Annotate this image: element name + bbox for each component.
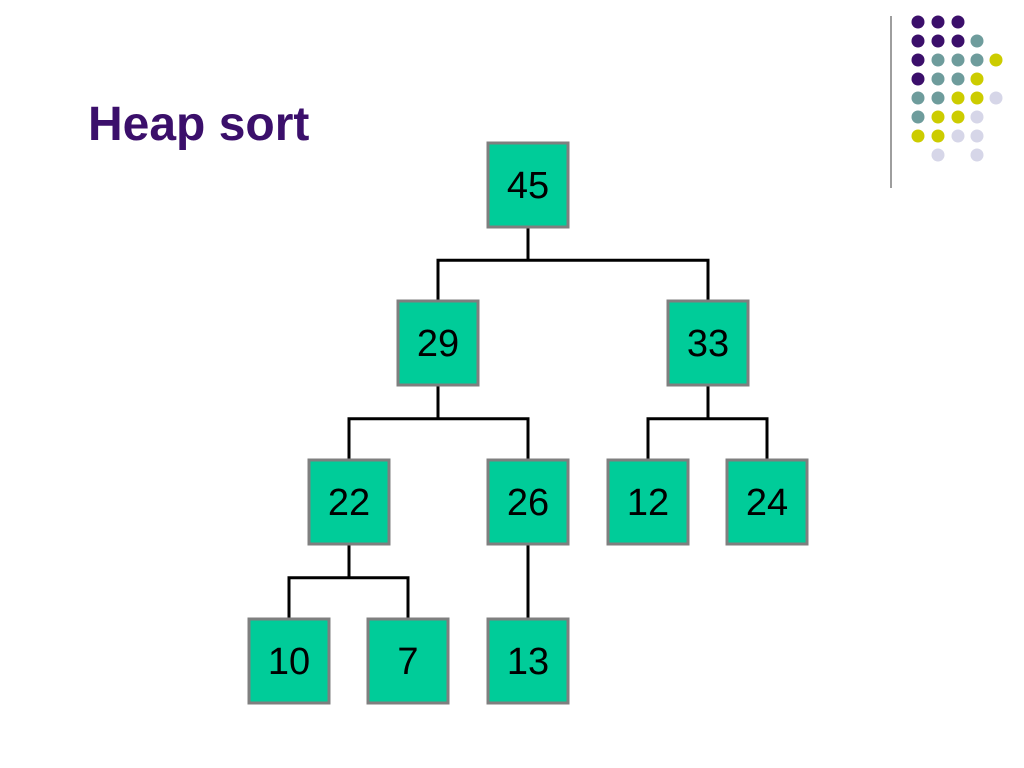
- decorative-dot: [931, 34, 945, 48]
- heap-node: 33: [666, 299, 750, 387]
- tree-edge: [646, 385, 769, 460]
- decorative-dot: [911, 72, 925, 86]
- heap-node-box: [725, 458, 809, 546]
- heap-node-value: 29: [417, 323, 459, 365]
- heap-node-box: [666, 299, 750, 387]
- decorative-dot: [970, 34, 984, 48]
- heap-node-value: 26: [507, 482, 549, 524]
- decorative-dot: [989, 53, 1003, 67]
- heap-node: 26: [486, 458, 570, 546]
- heap-node-box: [307, 458, 391, 546]
- decorative-dot: [989, 91, 1003, 105]
- decorative-dot: [911, 34, 925, 48]
- heap-node-box: [606, 458, 690, 546]
- decorative-dot: [931, 53, 945, 67]
- decorative-dot: [931, 91, 945, 105]
- decorative-dot: [911, 129, 925, 143]
- heap-node-box: [486, 458, 570, 546]
- decorative-dot: [931, 148, 945, 162]
- heap-node-value: 45: [507, 165, 549, 207]
- decorative-dot: [911, 110, 925, 124]
- heap-node-value: 24: [746, 482, 788, 524]
- decorative-dot: [911, 91, 925, 105]
- tree-edge: [347, 385, 530, 460]
- decorative-dot: [951, 53, 965, 67]
- heap-node-box: [396, 299, 480, 387]
- heap-node: 22: [307, 458, 391, 546]
- decorative-dot: [951, 91, 965, 105]
- decorative-dot: [970, 91, 984, 105]
- heap-node-box: [247, 617, 331, 705]
- heap-node-box: [486, 617, 570, 705]
- heap-node-value: 7: [397, 641, 418, 683]
- decorative-dot: [970, 110, 984, 124]
- slide-title: Heap sort: [88, 98, 310, 151]
- heap-node-value: 22: [328, 482, 370, 524]
- tree-edge: [436, 227, 710, 301]
- heap-node: 7: [366, 617, 450, 705]
- decorative-dot: [951, 129, 965, 143]
- decorative-dot: [951, 15, 965, 29]
- decorative-dot: [970, 129, 984, 143]
- heap-node-box: [486, 141, 570, 229]
- decorative-dot: [931, 15, 945, 29]
- heap-node-box: [366, 617, 450, 705]
- decorative-dot-grid: [890, 15, 1003, 188]
- decorative-dot: [970, 53, 984, 67]
- decorative-dot: [931, 110, 945, 124]
- decorative-dot: [951, 72, 965, 86]
- heap-node: 12: [606, 458, 690, 546]
- decorative-dot: [911, 15, 925, 29]
- decorative-dot: [951, 110, 965, 124]
- heap-node-value: 13: [507, 641, 549, 683]
- heap-node: 13: [486, 617, 570, 705]
- tree-edges: [287, 227, 769, 619]
- decorative-dot: [970, 148, 984, 162]
- heap-node: 10: [247, 617, 331, 705]
- heap-node-value: 33: [687, 323, 729, 365]
- heap-node: 29: [396, 299, 480, 387]
- heap-node: 45: [486, 141, 570, 229]
- tree-edge: [287, 544, 410, 619]
- decorative-dot: [970, 72, 984, 86]
- decorative-dot: [911, 53, 925, 67]
- heap-node-value: 10: [268, 641, 310, 683]
- tree-nodes: 45 29 33 22 26 12 24 10 7 13: [247, 141, 809, 705]
- heap-node-value: 12: [627, 482, 669, 524]
- decorative-dot: [931, 72, 945, 86]
- decorative-dot: [931, 129, 945, 143]
- heap-node: 24: [725, 458, 809, 546]
- decorative-dot: [951, 34, 965, 48]
